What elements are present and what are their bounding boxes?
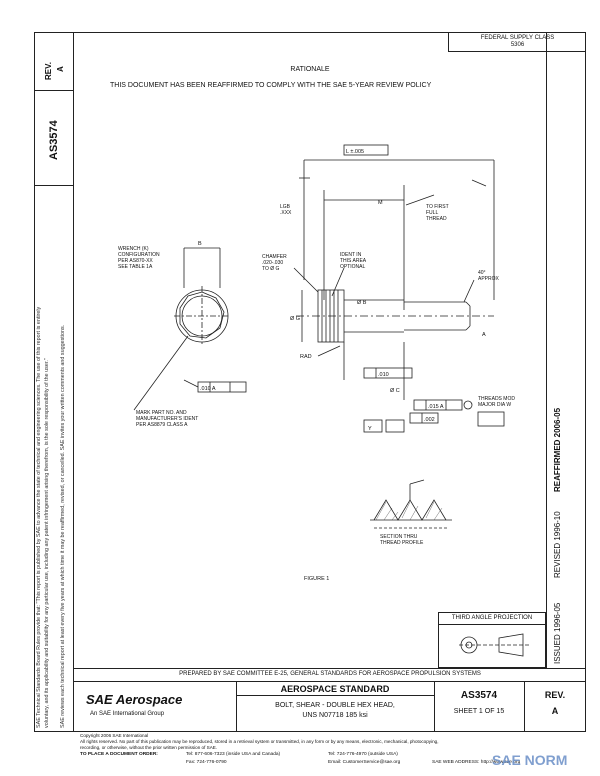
footer-divider-v (524, 681, 525, 732)
b-label: B (198, 241, 202, 247)
footer-rev-label: REV. (544, 690, 566, 700)
approx-label: 40°APPROX (478, 270, 500, 282)
side-note-3: SAE reviews each technical report at lea… (60, 324, 66, 728)
footer-divider-v (236, 681, 237, 732)
oc-label: Ø C (390, 388, 400, 394)
fax: Fax: 724-776-0790 (186, 760, 227, 765)
rev-label-rotated: REV. (44, 62, 53, 80)
copyright: Copyright 2006 SAE International (80, 733, 149, 738)
federal-supply-label: FEDERAL SUPPLY CLASS (480, 35, 555, 41)
projection-label: THIRD ANGLE PROJECTION (439, 613, 545, 625)
rights-text: All rights reserved. No part of this pub… (80, 739, 439, 744)
footer-top-divider (74, 668, 586, 669)
tol1-label: .010 (378, 372, 389, 378)
right-stamp-column (546, 32, 586, 668)
tel2: Tel: 724-776-4970 (outside USA) (328, 752, 398, 757)
watermark: SAE NORM (492, 752, 568, 768)
tel1: Tel: 877-606-7323 (inside USA and Canada… (186, 752, 281, 757)
footer-divider-v (434, 681, 435, 732)
rationale-text: THIS DOCUMENT HAS BEEN REAFFIRMED TO COM… (110, 82, 432, 89)
ob-label: Ø B (357, 300, 367, 306)
tol2-label: .002 (424, 417, 435, 423)
doc-number-rotated: AS3574 (48, 120, 60, 160)
footer-divider (236, 695, 434, 696)
federal-supply-box: FEDERAL SUPPLY CLASS 5306 (448, 32, 586, 52)
divider (34, 185, 74, 186)
rev-letter-rotated: A (56, 66, 65, 72)
description-line2: UNS N07718 185 ksi (302, 712, 368, 719)
rad-label: RAD (300, 354, 312, 360)
projection-box: THIRD ANGLE PROJECTION (438, 612, 546, 668)
footer-divider (74, 681, 586, 682)
web-address: SAE WEB ADDRESS: http://www.sae.org (432, 760, 521, 765)
page-frame (34, 32, 586, 732)
a-label: A (482, 332, 486, 338)
sheet-number: SHEET 1 OF 15 (453, 708, 505, 715)
tol4-label: .015 A (428, 404, 444, 410)
rights-text-2: recording, or otherwise, without the pri… (80, 745, 218, 750)
footer-rev-letter: A (551, 706, 559, 716)
order-label: TO PLACE A DOCUMENT ORDER: (80, 752, 158, 757)
length-ref-label: L ±.005 (346, 149, 364, 155)
divider (34, 90, 74, 91)
bolt-drawing: L ±.005 M B Ø G RAD A Ø C Ø B Y .010 A .… (118, 144, 515, 582)
rationale-title: RATIONALE (290, 66, 330, 73)
lgb-label: LGB.XXX (280, 204, 292, 216)
sae-logo-main: SAE Aerospace (86, 692, 183, 707)
sae-logo-sub: An SAE International Group (90, 711, 165, 717)
og-label: Ø G (290, 316, 300, 322)
prepared-by: PREPARED BY SAE COMMITTEE E-25, GENERAL … (179, 671, 481, 677)
y-label: Y (368, 426, 372, 432)
figure-label: FIGURE 1 (304, 576, 329, 582)
standard-title: AEROSPACE STANDARD (280, 684, 390, 694)
bottom-fine-print: Copyright 2006 SAE International All rig… (80, 733, 580, 751)
email: Email: CustomerService@sae.org (328, 760, 401, 765)
left-title-column (34, 32, 74, 732)
m-label: M (378, 200, 383, 206)
side-note-2: voluntary, and its applicability and sui… (44, 358, 50, 728)
tol3-label: .010 A (200, 386, 216, 392)
projection-symbol-icon (459, 633, 529, 657)
issued-stamp: ISSUED 1996-05 (553, 602, 562, 664)
description-line1: BOLT, SHEAR - DOUBLE HEX HEAD, (275, 702, 395, 709)
federal-supply-code: 5306 (510, 42, 525, 48)
revised-stamp: REVISED 1996-10 (553, 511, 562, 578)
reaffirmed-stamp: REAFFIRMED 2006-05 (553, 407, 562, 492)
side-note-1: SAE Technical Standards Board Rules prov… (36, 306, 42, 728)
sae-logo: SAE Aerospace (86, 692, 182, 707)
footer-doc-number: AS3574 (460, 690, 498, 701)
